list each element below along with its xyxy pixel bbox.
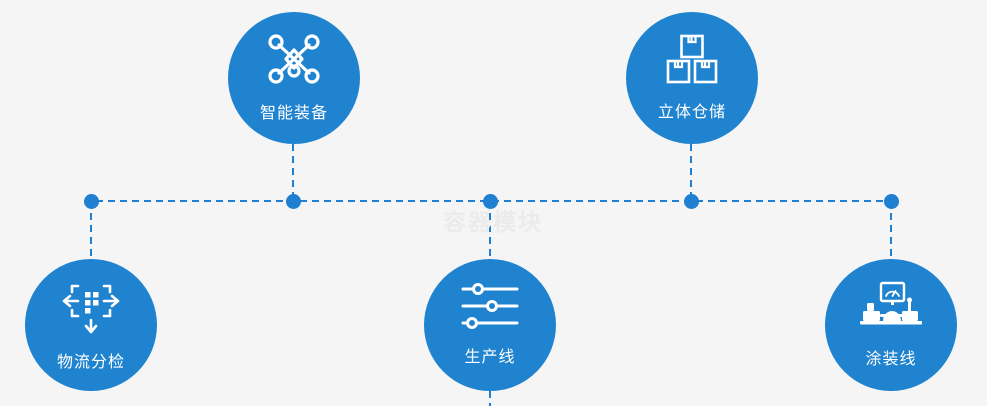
sorting-arrows-icon (60, 278, 122, 334)
junction-center (482, 193, 498, 209)
node-label-painting-line: 涂装线 (865, 349, 917, 368)
node-label-production-line: 生产线 (464, 347, 516, 366)
node-painting-line[interactable]: 涂装线 (825, 259, 957, 391)
node-label-logistics-sorting: 物流分检 (56, 352, 125, 371)
node-production-line[interactable]: 生产线 (424, 259, 556, 391)
junction-left (83, 193, 99, 209)
junction-smart-equip (285, 193, 301, 209)
sliders-icon (461, 283, 519, 329)
junction-warehouse (683, 193, 699, 209)
node-stereoscopic-warehouse[interactable]: 立体仓储 (626, 12, 758, 144)
node-label-stereoscopic-warehouse: 立体仓储 (657, 102, 726, 121)
node-logistics-sorting[interactable]: 物流分检 (25, 259, 157, 391)
paint-factory-icon (858, 281, 924, 331)
node-smart-equipment[interactable]: 智能装备 (228, 12, 360, 144)
stacked-boxes-icon (665, 34, 719, 84)
junction-right (883, 193, 899, 209)
network-nodes-icon (266, 33, 322, 85)
node-label-smart-equipment: 智能装备 (259, 103, 328, 122)
